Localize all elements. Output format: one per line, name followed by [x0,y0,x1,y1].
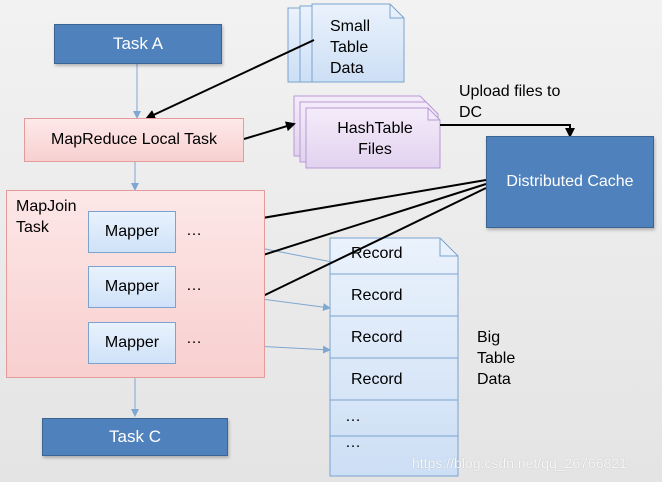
mapper-2-label: Mapper [104,278,160,295]
big-table-line-3: Data [477,371,511,388]
record-2: Record [351,287,403,304]
hashtable-line-2: Files [358,141,392,158]
task-c-box: Task C [42,418,228,456]
small-table-stack [287,3,405,83]
upload-label: Upload files to DC [459,81,609,123]
small-table-label: Small Table Data [330,16,390,79]
big-table-document [329,237,459,477]
upload-line-2: DC [459,104,483,121]
mapper-2: Mapper [88,266,176,308]
record-3: Record [351,329,403,346]
hashtable-stack [293,95,441,169]
big-table-label: Big Table Data [477,327,515,390]
mapper-1-label: Mapper [104,223,160,240]
distributed-cache-box: Distributed Cache [486,136,654,228]
watermark-text: https://blog.csdn.net/qq_26766821 [412,455,627,471]
mapper-3-ellipsis: … [186,330,202,347]
task-a-label: Task A [112,34,164,53]
mapjoin-task-line-1: MapJoin [16,198,77,215]
big-table-line-1: Big [477,329,501,346]
arrow-local-hashtable [243,121,296,140]
mapjoin-task-line-2: Task [16,219,49,236]
hashtable-line-1: HashTable [337,120,413,137]
mapper-1: Mapper [88,211,176,253]
local-task-label: MapReduce Local Task [50,131,218,148]
small-table-line-2: Table [330,39,369,56]
hashtable-label: HashTable Files [320,118,430,160]
record-ellipsis-2: … [345,434,361,451]
upload-line-1: Upload files to [459,83,561,100]
arrow-smalltable-local [145,39,315,120]
mapper-2-ellipsis: … [186,277,202,294]
task-c-label: Task C [109,427,161,446]
big-table-line-2: Table [477,350,516,367]
mapper-1-ellipsis: … [186,222,202,239]
small-table-line-3: Data [330,60,364,77]
mapper-3: Mapper [88,322,176,364]
arrow-upload-dc [440,124,575,138]
distributed-cache-label: Distributed Cache [506,173,634,190]
small-table-line-1: Small [330,18,371,35]
task-a-box: Task A [54,24,222,64]
record-ellipsis-1: … [345,408,361,425]
mapjoin-task-label: MapJoin Task [16,196,76,238]
mapper-3-label: Mapper [104,334,160,351]
local-task-box: MapReduce Local Task [24,118,244,162]
record-1: Record [351,245,403,262]
record-4: Record [351,371,403,388]
